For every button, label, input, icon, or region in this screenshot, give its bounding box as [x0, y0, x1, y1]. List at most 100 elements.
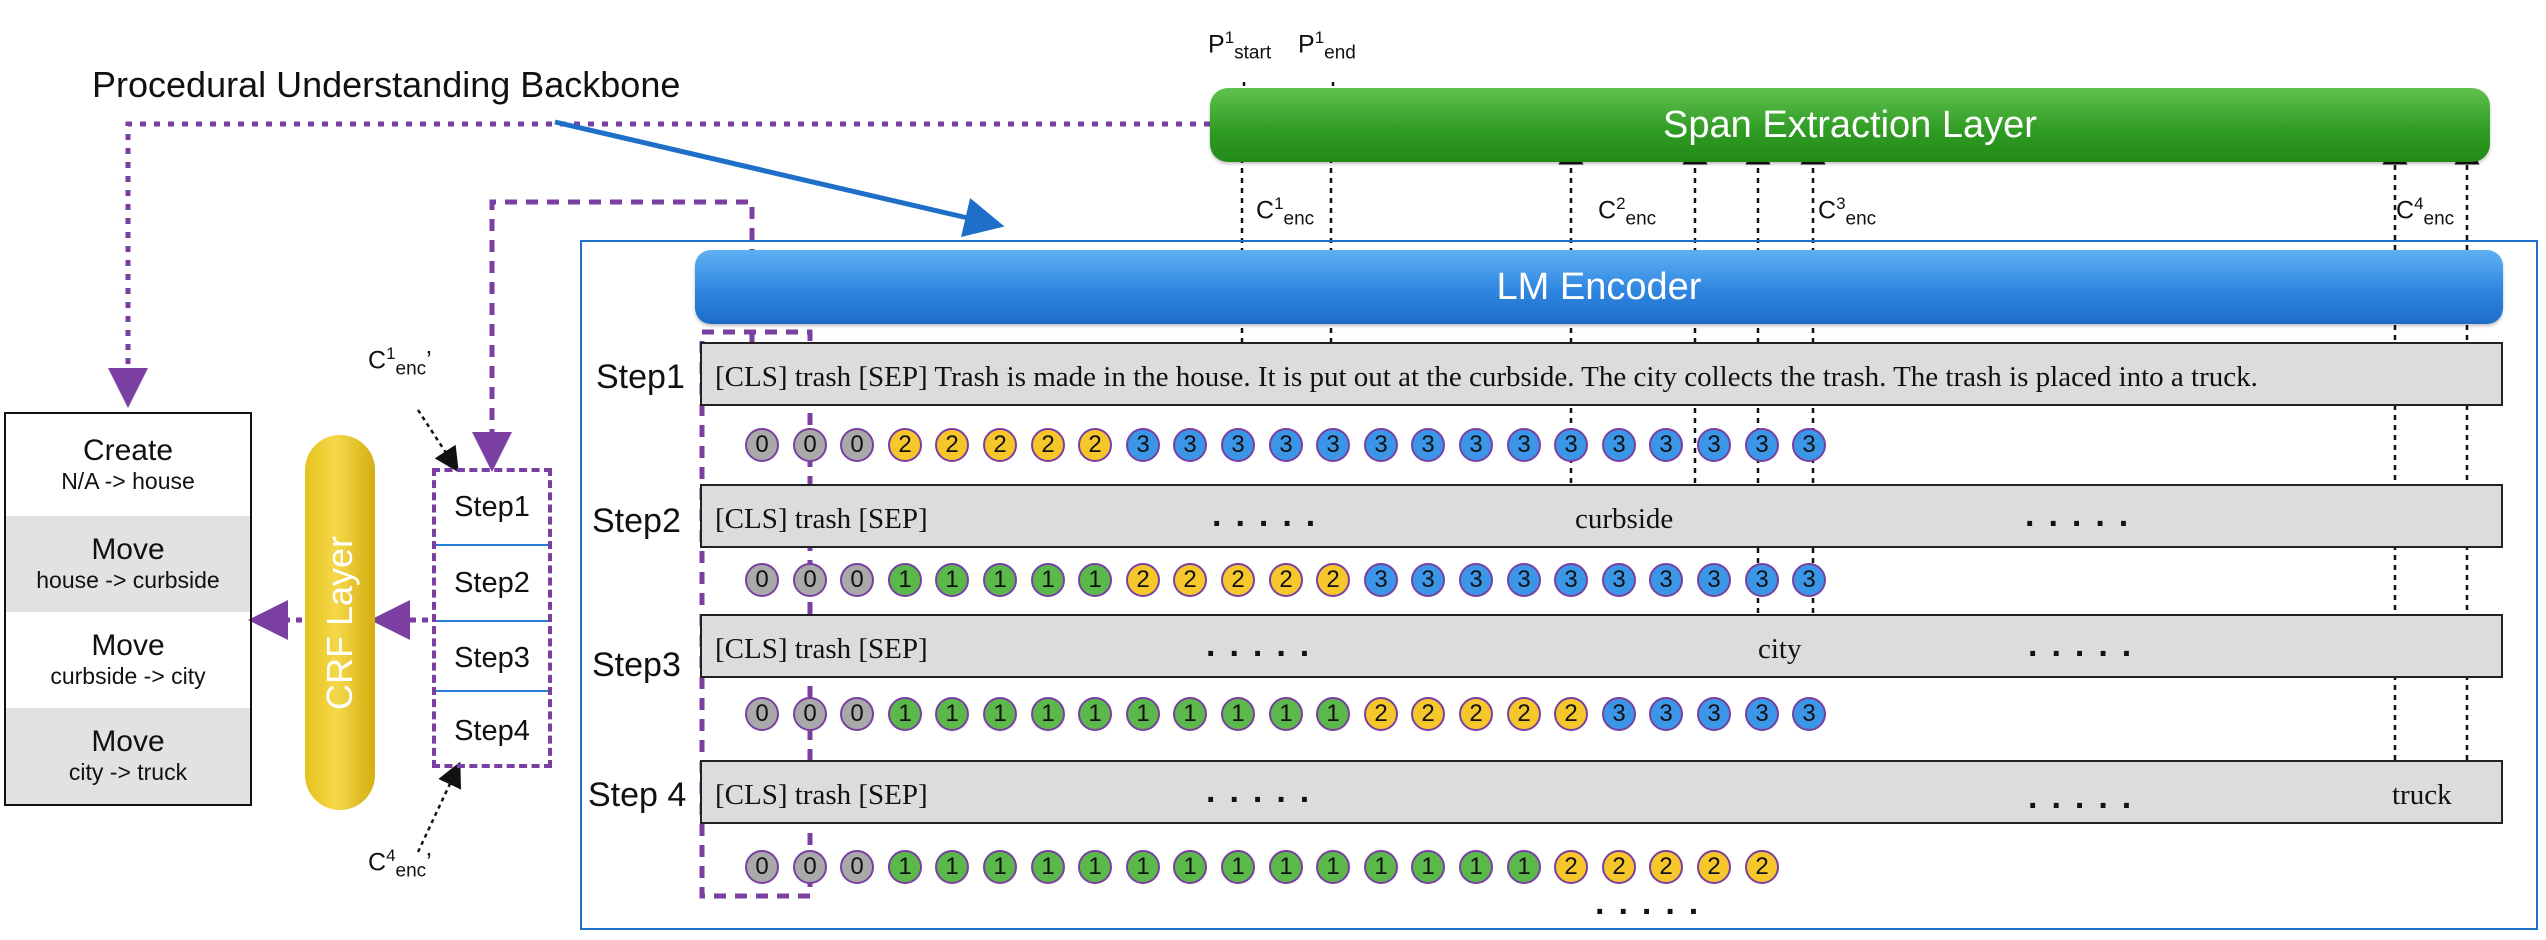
token-label-circle: 3: [1602, 428, 1636, 462]
token-label-circle: 0: [840, 697, 874, 731]
token-label-circle: 1: [1031, 697, 1065, 731]
token-label-circle: 1: [1078, 697, 1112, 731]
step4-dots-b: .....: [2028, 778, 2146, 816]
lm-frame: [580, 240, 2538, 930]
output-detail: house -> curbside: [36, 567, 220, 593]
stack-divider: [436, 544, 548, 546]
token-label-circle: 1: [1126, 850, 1160, 884]
backbone-title: Procedural Understanding Backbone: [92, 64, 681, 105]
output-action: Create: [82, 434, 174, 467]
token-label-circle: 2: [1078, 428, 1112, 462]
bottom-dots: .....: [1595, 884, 1713, 922]
output-item-4: Move city -> truck: [6, 708, 250, 804]
c3-base: C: [1818, 196, 1837, 225]
token-label-circle: 3: [1411, 428, 1445, 462]
token-label-circle: 3: [1745, 563, 1779, 597]
token-label-circle: 0: [745, 850, 779, 884]
token-label-circle: 3: [1649, 428, 1683, 462]
token-label-circle: 1: [1173, 850, 1207, 884]
c2-base: C: [1598, 196, 1617, 225]
crf-label-wrap: CRF Layer: [305, 435, 375, 810]
c4-side-tail: ’: [426, 848, 432, 877]
output-action: Move: [91, 533, 165, 566]
step3-mid: city: [1758, 633, 1802, 665]
step2-row: [700, 484, 2503, 548]
step4-dots-a: .....: [1206, 772, 1324, 810]
token-label-circle: 1: [1507, 850, 1541, 884]
c2-sup: 2: [1616, 194, 1626, 213]
c4-base: C: [2396, 196, 2415, 225]
token-label-circle: 2: [935, 428, 969, 462]
stack-divider: [436, 690, 548, 692]
token-label-circle: 2: [1031, 428, 1065, 462]
c4-side-sup: 4: [386, 846, 396, 865]
token-label-circle: 3: [1697, 428, 1731, 462]
token-label-circle: 1: [1221, 697, 1255, 731]
token-label-circle: 2: [1602, 850, 1636, 884]
token-label-circle: 1: [1411, 850, 1445, 884]
step3-label: Step3: [592, 646, 681, 684]
token-label-circle: 1: [1078, 563, 1112, 597]
token-label-circle: 3: [1792, 428, 1826, 462]
output-item-2: Move house -> curbside: [6, 516, 250, 612]
token-label-circle: 3: [1554, 563, 1588, 597]
token-label-circle: 1: [1173, 697, 1207, 731]
c4-side-base: C: [368, 848, 387, 877]
token-label-circle: 1: [983, 563, 1017, 597]
token-label-circle: 3: [1697, 697, 1731, 731]
step2-dots-a: .....: [1212, 496, 1330, 534]
token-label-circle: 2: [1173, 563, 1207, 597]
token-label-circle: 3: [1269, 428, 1303, 462]
token-label-circle: 3: [1364, 428, 1398, 462]
token-label-circle: 3: [1602, 697, 1636, 731]
step3-cls: [CLS] trash [SEP]: [715, 633, 928, 665]
token-label-circle: 2: [1697, 850, 1731, 884]
c4-side-sub: enc: [395, 860, 427, 882]
token-label-circle: 0: [840, 563, 874, 597]
c1-side-tail: ’: [426, 346, 432, 375]
token-label-circle: 1: [1221, 850, 1255, 884]
token-label-circle: 1: [935, 563, 969, 597]
token-label-circle: 2: [1126, 563, 1160, 597]
crf-label: CRF Layer: [319, 535, 361, 710]
step3-dots-b: .....: [2028, 626, 2146, 664]
step4-row: [700, 760, 2503, 824]
stack-divider: [436, 620, 548, 622]
token-label-circle: 3: [1745, 428, 1779, 462]
token-label-circle: 3: [1316, 428, 1350, 462]
c4-side-label: C4enc’: [368, 846, 432, 882]
step1-row: [700, 342, 2503, 406]
output-item-1: Create N/A -> house: [6, 414, 250, 516]
token-label-circle: 0: [793, 850, 827, 884]
backbone-dotted-path: [108, 121, 1210, 408]
step2-cls: [CLS] trash [SEP]: [715, 503, 928, 535]
stack-step3: Step3: [454, 641, 530, 674]
p-start-label: P1start: [1208, 28, 1271, 64]
token-label-circle: 1: [983, 697, 1017, 731]
c3-sup: 3: [1836, 194, 1846, 213]
token-label-circle: 3: [1411, 563, 1445, 597]
token-label-circle: 1: [888, 697, 922, 731]
step2-mid: curbside: [1575, 503, 1674, 535]
output-detail: N/A -> house: [61, 468, 195, 494]
token-label-circle: 1: [1269, 697, 1303, 731]
c1-base: C: [1256, 196, 1275, 225]
token-label-circle: 3: [1507, 428, 1541, 462]
stack-step1: Step1: [454, 490, 530, 523]
token-label-circle: 3: [1221, 428, 1255, 462]
token-label-circle: 3: [1554, 428, 1588, 462]
token-label-circle: 1: [1126, 697, 1160, 731]
token-label-circle: 0: [745, 697, 779, 731]
token-label-circle: 0: [745, 428, 779, 462]
token-label-circle: 1: [983, 850, 1017, 884]
token-label-circle: 2: [983, 428, 1017, 462]
p-start-sub: start: [1234, 42, 1272, 64]
token-label-circle: 2: [1221, 563, 1255, 597]
token-label-circle: 1: [888, 850, 922, 884]
c3-sub: enc: [1845, 208, 1877, 230]
output-action: Move: [91, 725, 165, 758]
span-extraction-layer: Span Extraction Layer: [1210, 88, 2490, 162]
token-label-circle: 1: [935, 697, 969, 731]
c1-side-arrow: [416, 409, 459, 473]
step2-label: Step2: [592, 502, 681, 540]
